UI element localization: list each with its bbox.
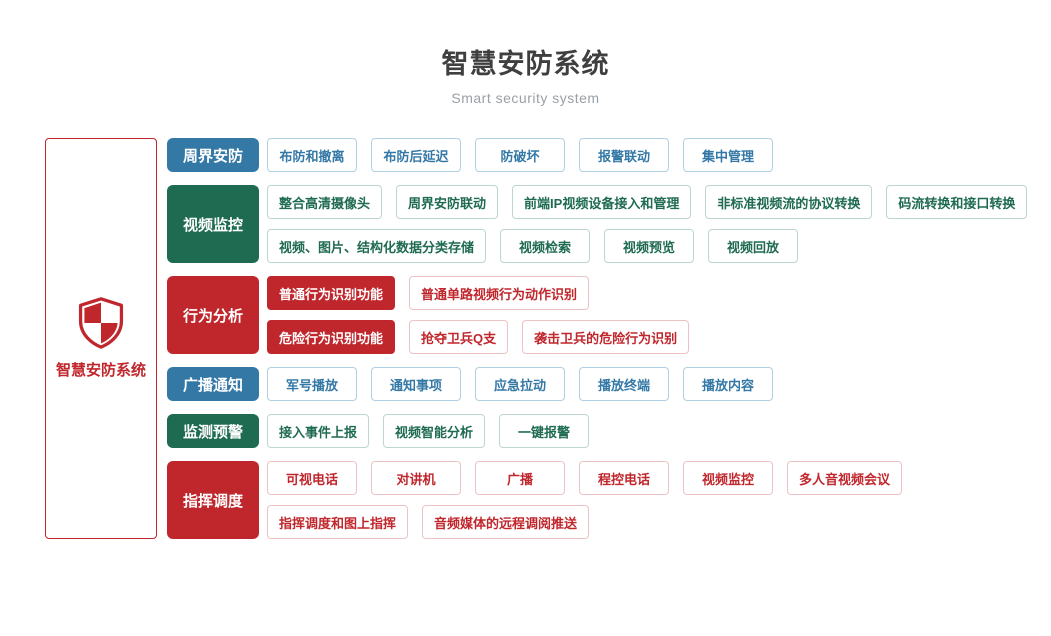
category-block: 广播通知军号播放通知事项应急拉动播放终端播放内容: [167, 367, 1027, 401]
feature-row: 接入事件上报视频智能分析一键报警: [267, 414, 590, 448]
category-rows: 可视电话对讲机广播程控电话视频监控多人音视频会议指挥调度和图上指挥音频媒体的远程…: [267, 461, 903, 539]
feature-chip: 布防和撤离: [267, 138, 357, 172]
feature-chip: 视频预览: [604, 229, 695, 263]
feature-row: 布防和撤离布防后延迟防破坏报警联动集中管理: [267, 138, 773, 172]
category-box: 指挥调度: [167, 461, 259, 539]
feature-chip: 集中管理: [683, 138, 773, 172]
shield-icon: [78, 297, 124, 349]
feature-chip: 指挥调度和图上指挥: [267, 505, 409, 539]
feature-row: 整合高清摄像头周界安防联动前端IP视频设备接入和管理非标准视频流的协议转换码流转…: [267, 185, 1028, 219]
feature-chip: 码流转换和接口转换: [886, 185, 1028, 219]
category-box: 周界安防: [167, 138, 259, 172]
category-box: 广播通知: [167, 367, 259, 401]
feature-chip: 视频智能分析: [383, 414, 486, 448]
category-block: 监测预警接入事件上报视频智能分析一键报警: [167, 414, 1027, 448]
feature-chip: 抢夺卫兵Q支: [409, 320, 509, 354]
feature-chip: 整合高清摄像头: [267, 185, 383, 219]
category-list: 周界安防布防和撤离布防后延迟防破坏报警联动集中管理视频监控整合高清摄像头周界安防…: [167, 138, 1028, 539]
category-rows: 军号播放通知事项应急拉动播放终端播放内容: [267, 367, 773, 401]
feature-chip: 视频检索: [500, 229, 591, 263]
feature-chip: 广播: [475, 461, 565, 495]
feature-chip: 布防后延迟: [371, 138, 461, 172]
feature-chip: 军号播放: [267, 367, 357, 401]
root-panel: 智慧安防系统: [45, 138, 157, 539]
feature-chip: 多人音视频会议: [787, 461, 903, 495]
feature-chip: 可视电话: [267, 461, 357, 495]
category-rows: 普通行为识别功能普通单路视频行为动作识别危险行为识别功能抢夺卫兵Q支袭击卫兵的危…: [267, 276, 690, 354]
page-subtitle: Smart security system: [451, 90, 600, 106]
feature-chip: 周界安防联动: [396, 185, 499, 219]
feature-row: 指挥调度和图上指挥音频媒体的远程调阅推送: [267, 505, 902, 539]
feature-chip: 播放终端: [579, 367, 669, 401]
feature-chip: 袭击卫兵的危险行为识别: [522, 320, 690, 354]
feature-chip: 视频、图片、结构化数据分类存储: [267, 229, 487, 263]
feature-chip: 前端IP视频设备接入和管理: [512, 185, 692, 219]
category-box: 行为分析: [167, 276, 259, 354]
feature-chip: 播放内容: [683, 367, 773, 401]
feature-chip: 非标准视频流的协议转换: [705, 185, 873, 219]
feature-chip: 应急拉动: [475, 367, 565, 401]
root-label: 智慧安防系统: [55, 362, 146, 379]
feature-chip: 视频回放: [708, 229, 799, 263]
feature-chip: 视频监控: [683, 461, 773, 495]
feature-row: 军号播放通知事项应急拉动播放终端播放内容: [267, 367, 773, 401]
page-title: 智慧安防系统: [441, 49, 610, 79]
category-block: 周界安防布防和撤离布防后延迟防破坏报警联动集中管理: [167, 138, 1027, 172]
feature-chip: 通知事项: [371, 367, 461, 401]
category-block: 指挥调度可视电话对讲机广播程控电话视频监控多人音视频会议指挥调度和图上指挥音频媒…: [167, 461, 1027, 539]
feature-row: 视频、图片、结构化数据分类存储视频检索视频预览视频回放: [267, 229, 1027, 263]
security-system-diagram: 智慧安防系统 周界安防布防和撤离布防后延迟防破坏报警联动集中管理视频监控整合高清…: [45, 138, 1051, 539]
feature-chip: 音频媒体的远程调阅推送: [422, 505, 590, 539]
category-rows: 整合高清摄像头周界安防联动前端IP视频设备接入和管理非标准视频流的协议转换码流转…: [267, 185, 1028, 263]
category-box: 监测预警: [167, 414, 259, 448]
category-block: 行为分析普通行为识别功能普通单路视频行为动作识别危险行为识别功能抢夺卫兵Q支袭击…: [167, 276, 1027, 354]
feature-chip: 危险行为识别功能: [267, 320, 396, 354]
feature-chip: 普通行为识别功能: [267, 276, 396, 310]
feature-chip: 报警联动: [579, 138, 669, 172]
feature-chip: 程控电话: [579, 461, 669, 495]
feature-row: 可视电话对讲机广播程控电话视频监控多人音视频会议: [267, 461, 903, 495]
feature-row: 普通行为识别功能普通单路视频行为动作识别: [267, 276, 689, 310]
feature-chip: 一键报警: [499, 414, 590, 448]
category-box: 视频监控: [167, 185, 259, 263]
feature-chip: 对讲机: [371, 461, 461, 495]
category-rows: 布防和撤离布防后延迟防破坏报警联动集中管理: [267, 138, 773, 172]
feature-chip: 普通单路视频行为动作识别: [409, 276, 590, 310]
feature-row: 危险行为识别功能抢夺卫兵Q支袭击卫兵的危险行为识别: [267, 320, 690, 354]
category-rows: 接入事件上报视频智能分析一键报警: [267, 414, 590, 448]
category-block: 视频监控整合高清摄像头周界安防联动前端IP视频设备接入和管理非标准视频流的协议转…: [167, 185, 1028, 263]
page-header: 智慧安防系统 Smart security system: [0, 0, 1051, 106]
feature-chip: 防破坏: [475, 138, 565, 172]
feature-chip: 接入事件上报: [267, 414, 370, 448]
